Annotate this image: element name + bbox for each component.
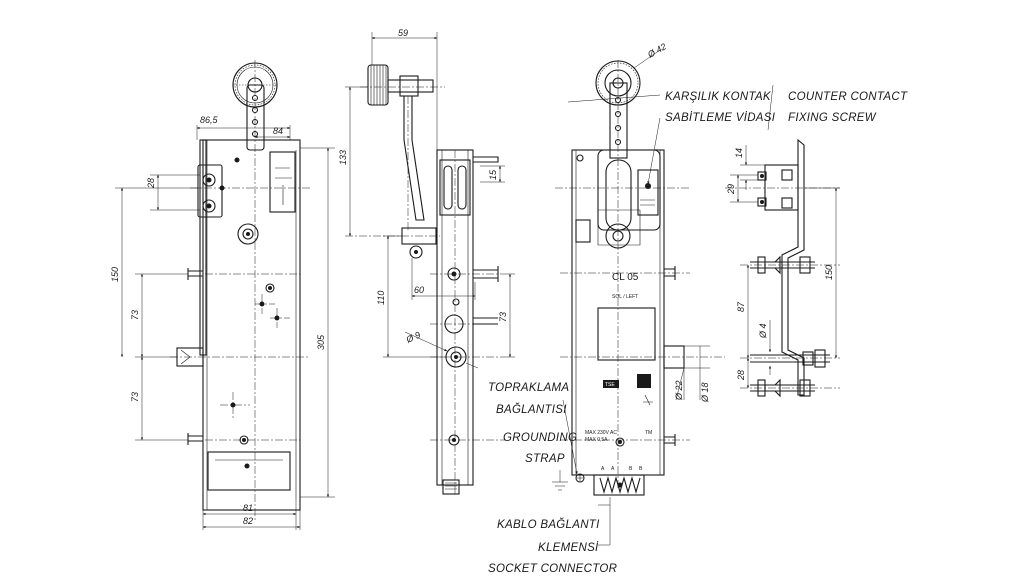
dim-133: 133 bbox=[338, 150, 348, 165]
dim-73-a: 73 bbox=[130, 310, 140, 320]
label-grounding-tr-1: TOPRAKLAMA bbox=[488, 382, 569, 394]
label-grounding-tr-2: BAĞLANTISI bbox=[496, 403, 567, 416]
bracket-view: 14 29 150 87 Ø 4 28 bbox=[725, 138, 840, 398]
dim-29: 29 bbox=[726, 184, 736, 195]
dim-86-5: 86,5 bbox=[200, 115, 219, 125]
label-counter-contact-tr-1: KARŞILIK KONTAK bbox=[665, 91, 772, 103]
label-grounding-en-1: GROUNDING bbox=[503, 432, 577, 444]
dim-14: 14 bbox=[734, 148, 744, 158]
plate-term-b1: B bbox=[629, 466, 633, 472]
plate-rating-1: MAX 230V AC bbox=[585, 430, 617, 436]
dim-59: 59 bbox=[398, 28, 408, 38]
dim-phi-9: Ø 9 bbox=[404, 330, 422, 346]
rear-view: Ø 42 CL 05 SOL / LEFT TSE MAX 230V AC MA… bbox=[552, 41, 774, 546]
label-socket-en: SOCKET CONNECTOR bbox=[488, 563, 617, 575]
label-counter-contact-en-1: COUNTER CONTACT bbox=[788, 91, 908, 103]
dim-81: 81 bbox=[243, 503, 253, 513]
dim-phi-22: Ø 22 bbox=[674, 380, 684, 401]
dim-phi-4: Ø 4 bbox=[758, 323, 768, 339]
side-view: 59 133 15 110 60 73 Ø 9 bbox=[338, 28, 515, 495]
dim-phi-18: Ø 18 bbox=[700, 382, 710, 403]
dim-73-b: 73 bbox=[130, 392, 140, 402]
dim-150: 150 bbox=[110, 267, 120, 282]
label-socket-tr-2: KLEMENSİ bbox=[538, 542, 599, 554]
plate-badge: TSE bbox=[605, 382, 615, 388]
dim-82: 82 bbox=[243, 516, 253, 526]
plate-rating-2: MAX 0,5A bbox=[585, 437, 608, 443]
front-view: 86,5 84 28 150 73 73 305 81 82 bbox=[110, 60, 335, 530]
dim-15: 15 bbox=[488, 169, 498, 180]
dim-84: 84 bbox=[273, 126, 283, 136]
plate-tm: TM bbox=[645, 430, 652, 436]
label-socket-tr-1: KABLO BAĞLANTI bbox=[497, 518, 600, 531]
dim-60: 60 bbox=[414, 285, 424, 295]
label-counter-contact-tr-2: SABİTLEME VİDASI bbox=[665, 112, 776, 124]
plate-term-a1: A bbox=[601, 466, 605, 472]
dim-87: 87 bbox=[736, 301, 746, 312]
plate-side: SOL / LEFT bbox=[612, 294, 638, 300]
plate-term-b2: B bbox=[639, 466, 643, 472]
plate-model: CL 05 bbox=[612, 272, 639, 283]
plate-term-a2: A bbox=[611, 466, 615, 472]
dim-phi-42: Ø 42 bbox=[645, 41, 668, 60]
dim-28: 28 bbox=[146, 178, 156, 189]
callout-labels: KARŞILIK KONTAK SABİTLEME VİDASI COUNTER… bbox=[488, 91, 908, 575]
dim-110: 110 bbox=[376, 291, 386, 305]
dim-305: 305 bbox=[316, 334, 326, 350]
label-counter-contact-en-2: FIXING SCREW bbox=[788, 112, 877, 124]
dim-28-bracket: 28 bbox=[736, 370, 746, 381]
dim-150-bracket: 150 bbox=[824, 265, 834, 280]
dim-73: 73 bbox=[498, 312, 508, 322]
label-grounding-en-2: STRAP bbox=[525, 453, 565, 465]
